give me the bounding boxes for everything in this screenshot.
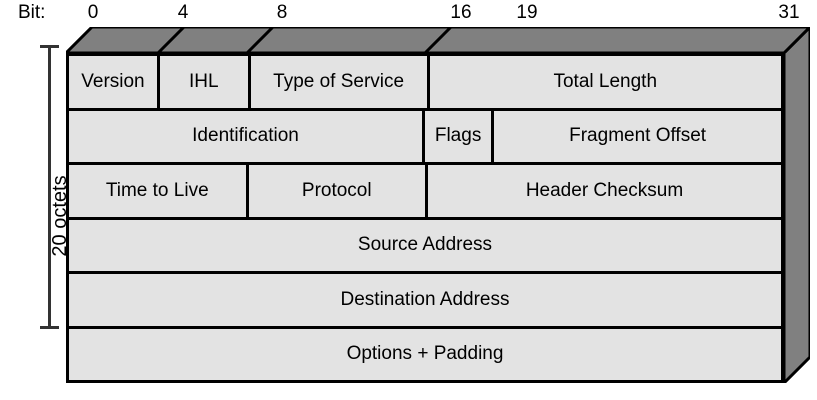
field-version: Version — [69, 56, 160, 108]
bit-tick-31: 31 — [778, 2, 800, 23]
bracket-stem — [48, 45, 51, 329]
top-face-tick — [423, 27, 453, 53]
top-face-tick — [245, 27, 275, 53]
bit-tick-8: 8 — [276, 2, 288, 23]
top-face-tick — [156, 27, 186, 53]
field-protocol: Protocol — [249, 165, 428, 217]
bracket-cap-top — [40, 45, 59, 48]
bracket-cap-bottom — [40, 326, 59, 329]
field-source-address: Source Address — [357, 234, 493, 256]
header-row: Destination Address — [69, 274, 781, 329]
field-flags: Flags — [425, 110, 495, 162]
bit-tick-16: 16 — [450, 2, 472, 23]
field-identification: Identification — [69, 110, 425, 162]
header-row: Options + Padding — [69, 329, 781, 381]
field-total-length: Total Length — [553, 70, 658, 92]
box-top-face — [66, 27, 810, 53]
bit-tick-19: 19 — [516, 2, 538, 23]
field-time-to-live: Time to Live — [69, 165, 249, 217]
header-row: Source Address — [69, 220, 781, 274]
field-destination-address: Destination Address — [340, 288, 510, 310]
bit-ruler-caption: Bit: — [18, 2, 46, 23]
field-ihl: IHL — [160, 56, 251, 108]
field-type-of-service: Type of Service — [251, 56, 430, 108]
field-fragment-offset: Fragment Offset — [569, 125, 707, 147]
bit-tick-4: 4 — [177, 2, 189, 23]
field-options-padding: Options + Padding — [346, 343, 504, 365]
bit-tick-0: 0 — [87, 2, 99, 23]
octets-bracket: 20 octets — [40, 45, 71, 329]
field-header-checksum: Header Checksum — [525, 179, 684, 201]
